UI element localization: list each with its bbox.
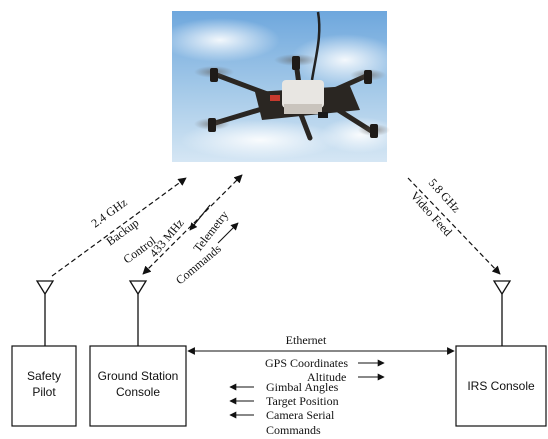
irs-console-label: IRS Console (467, 379, 535, 393)
irs-console-box (455, 345, 547, 427)
data-flow-label: GPS Coordinates (265, 356, 348, 370)
telemetry-downlink-arrow (189, 204, 211, 231)
data-flow-label: Gimbal Angles (266, 380, 339, 394)
antenna-icon (128, 280, 148, 346)
commands-uplink-arrow (217, 222, 239, 244)
data-flow-label: Altitude (307, 370, 346, 384)
telemetry-link-arrow (142, 174, 243, 275)
data-flow-label: Camera Serial (266, 408, 335, 422)
video-link-arrow (407, 177, 501, 275)
antenna-icon (35, 280, 55, 346)
drone-photo (160, 11, 400, 162)
data-flow-label: Target Position (266, 394, 339, 408)
antenna-icon (492, 280, 512, 346)
safety-pilot-label: Safety (27, 369, 61, 383)
safety-pilot-box (11, 345, 77, 427)
safety-pilot-label: Pilot (32, 385, 56, 399)
ground-station-label: Console (116, 385, 160, 399)
ground-station-label: Ground Station (98, 369, 179, 383)
data-flow-label: Commands (266, 423, 321, 437)
ground-station-box (89, 345, 187, 427)
ethernet-label: Ethernet (286, 333, 327, 347)
